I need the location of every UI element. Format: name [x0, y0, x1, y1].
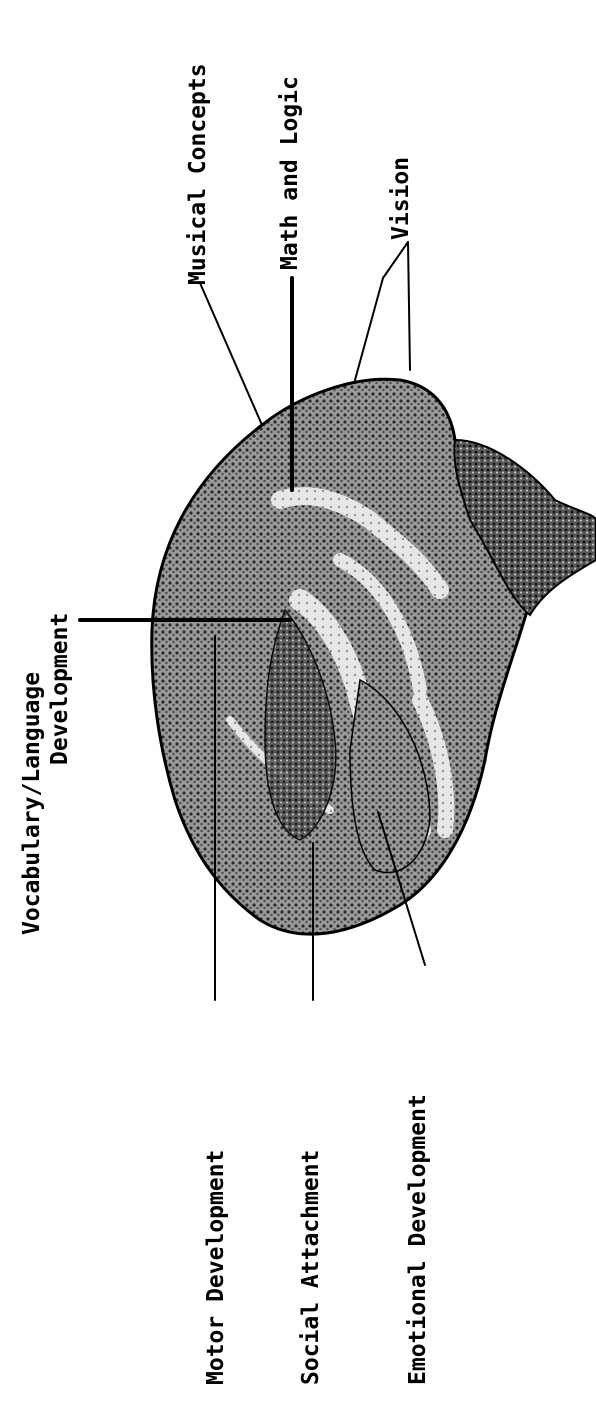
- math-logic-label: Math and Logic: [277, 76, 303, 270]
- musical-leader-line: [200, 283, 262, 425]
- motor-development-label: Motor Development: [203, 1150, 229, 1385]
- vision-leader-line-1: [355, 278, 383, 380]
- vocabulary-label-line1: Vocabulary/Language: [19, 672, 45, 935]
- vision-leader-line-3: [383, 242, 408, 278]
- vision-label: Vision: [388, 157, 414, 240]
- vision-leader-line-2: [408, 242, 410, 370]
- social-attachment-label: Social Attachment: [298, 1150, 324, 1385]
- vocabulary-label-line2: Development: [47, 613, 73, 765]
- brain-illustration: [152, 379, 596, 934]
- emotional-development-label: Emotional Development: [405, 1094, 431, 1385]
- musical-concepts-label: Musical Concepts: [185, 63, 211, 285]
